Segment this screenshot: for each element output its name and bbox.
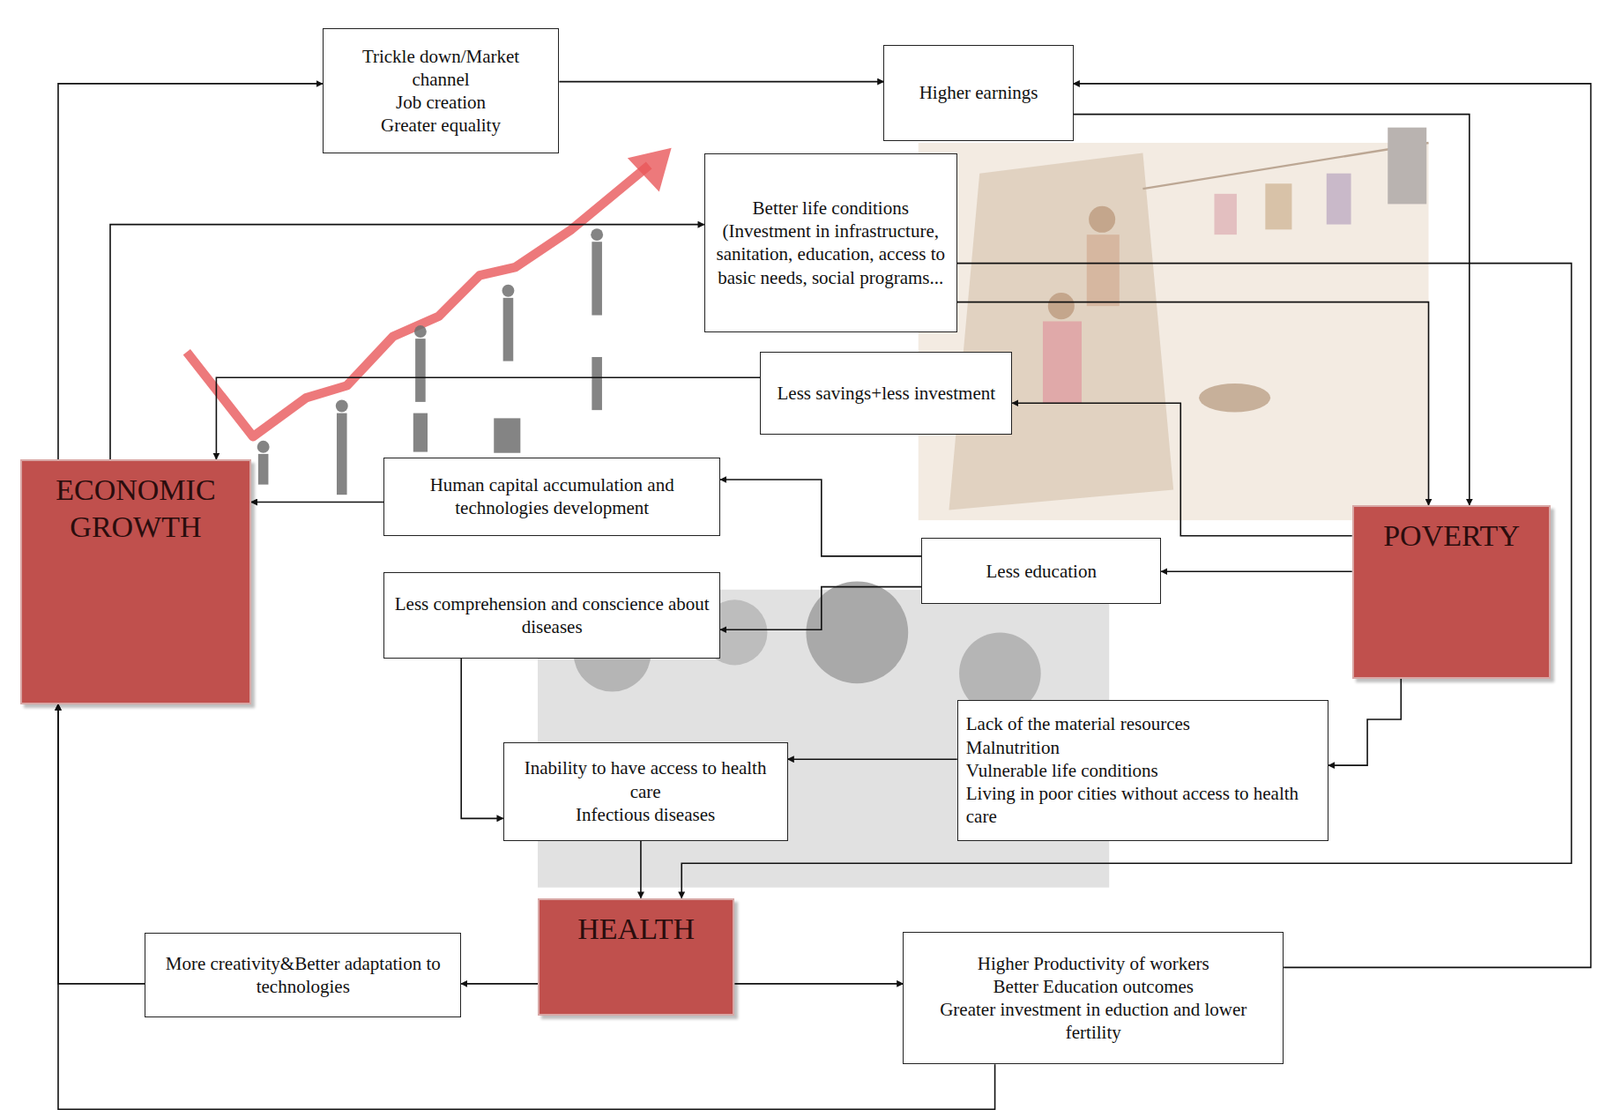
connector-arrow bbox=[1012, 402, 1352, 536]
growth-arrow bbox=[186, 164, 649, 437]
category-box: HEALTH bbox=[537, 898, 735, 1016]
connector-arrow bbox=[640, 840, 642, 899]
growth-arrowhead bbox=[627, 148, 672, 193]
process-box: Trickle down/Market channelJob creationG… bbox=[322, 28, 560, 153]
box-text: Less comprehension and conscience about … bbox=[392, 592, 712, 640]
bowl-shape bbox=[1198, 383, 1271, 412]
process-box: Less comprehension and conscience about … bbox=[383, 572, 721, 658]
connector-arrow bbox=[110, 224, 705, 460]
connector-arrow bbox=[461, 982, 538, 985]
process-box: More creativity&Better adaptation to tec… bbox=[144, 932, 462, 1018]
box-text: ECONOMIC GROWTH bbox=[29, 471, 242, 547]
category-box: POVERTY bbox=[1352, 505, 1552, 679]
figure-body bbox=[591, 357, 603, 410]
tent-shape bbox=[948, 153, 1174, 511]
box-text: HEALTH bbox=[547, 910, 725, 949]
process-box: Better life conditions(Investment in inf… bbox=[704, 153, 958, 334]
connector-arrow bbox=[215, 377, 760, 460]
box-text: POVERTY bbox=[1361, 517, 1542, 556]
connector-arrow bbox=[681, 263, 1571, 899]
process-box: Higher Productivity of workersBetter Edu… bbox=[902, 931, 1284, 1065]
connector-arrow bbox=[1160, 570, 1352, 573]
figure-head bbox=[257, 440, 270, 454]
process-box: Higher earnings bbox=[883, 44, 1073, 142]
box-text: Better life conditions bbox=[713, 196, 949, 220]
connector-arrow bbox=[1073, 114, 1470, 506]
box-text: Living in poor cities without access to … bbox=[966, 781, 1320, 829]
box-text: Better Education outcomes bbox=[911, 974, 1275, 998]
person-head bbox=[1048, 292, 1075, 320]
box-text: Vulnerable life conditions bbox=[966, 759, 1320, 782]
box-text: Inability to have access to health care bbox=[512, 756, 780, 804]
connector-arrow bbox=[251, 501, 384, 504]
process-box: Inability to have access to health careI… bbox=[503, 742, 789, 841]
person-body bbox=[1042, 320, 1082, 403]
category-box: ECONOMIC GROWTH bbox=[20, 459, 252, 705]
box-text: Trickle down/Market channel bbox=[331, 44, 551, 92]
person-head bbox=[1088, 206, 1116, 233]
figure-head bbox=[335, 400, 349, 413]
connector-arrow bbox=[58, 704, 996, 1110]
box-text: Job creation bbox=[331, 90, 551, 114]
process-box: Less education bbox=[921, 537, 1161, 604]
box-text: Less savings+less investment bbox=[768, 381, 1004, 405]
connector-arrow bbox=[461, 658, 503, 819]
people-figures bbox=[257, 228, 603, 495]
process-box: Human capital accumulation and technolog… bbox=[383, 457, 721, 536]
connector-arrow bbox=[720, 587, 922, 631]
cloth-shape bbox=[1387, 127, 1427, 205]
box-text: (Investment in infrastructure, sanitatio… bbox=[713, 219, 949, 290]
figure-body bbox=[503, 297, 514, 362]
box-text: Less education bbox=[930, 559, 1153, 583]
process-box: Lack of the material resourcesMalnutriti… bbox=[957, 699, 1329, 841]
cloth-shape bbox=[1213, 193, 1236, 235]
person-body bbox=[1086, 234, 1120, 306]
cloth-shape bbox=[1326, 173, 1352, 225]
figure-body bbox=[336, 413, 348, 496]
figure-body bbox=[591, 241, 603, 315]
figure-head bbox=[414, 325, 427, 338]
box-text: Higher earnings bbox=[892, 81, 1065, 105]
box-text: Malnutrition bbox=[966, 736, 1320, 760]
connector-arrow bbox=[720, 479, 922, 557]
connector-arrow bbox=[58, 83, 323, 460]
box-text: More creativity&Better adaptation to tec… bbox=[153, 952, 453, 999]
process-box: Less savings+less investment bbox=[759, 351, 1013, 435]
connector-arrow bbox=[1328, 678, 1401, 766]
camp-photo bbox=[918, 142, 1429, 521]
connector-arrow bbox=[788, 758, 958, 760]
connector-arrow bbox=[734, 982, 903, 985]
box-text: Lack of the material resources bbox=[966, 712, 1320, 736]
connector-arrow bbox=[58, 704, 145, 984]
box-text: Greater equality bbox=[331, 113, 551, 137]
box-text: Human capital accumulation and technolog… bbox=[392, 473, 712, 521]
figure-body bbox=[493, 417, 521, 453]
cloth-shape bbox=[1265, 183, 1292, 230]
figure-body bbox=[415, 338, 426, 402]
figure-head bbox=[502, 284, 515, 298]
box-text: Infectious diseases bbox=[512, 803, 780, 827]
figure-body bbox=[258, 453, 269, 485]
clothes-line bbox=[1142, 142, 1429, 189]
figure-head bbox=[590, 228, 603, 241]
figure-body bbox=[413, 413, 428, 453]
box-text: Greater investment in eduction and lower… bbox=[911, 997, 1275, 1045]
box-text: Higher Productivity of workers bbox=[911, 952, 1275, 975]
connector-arrow bbox=[558, 81, 884, 83]
